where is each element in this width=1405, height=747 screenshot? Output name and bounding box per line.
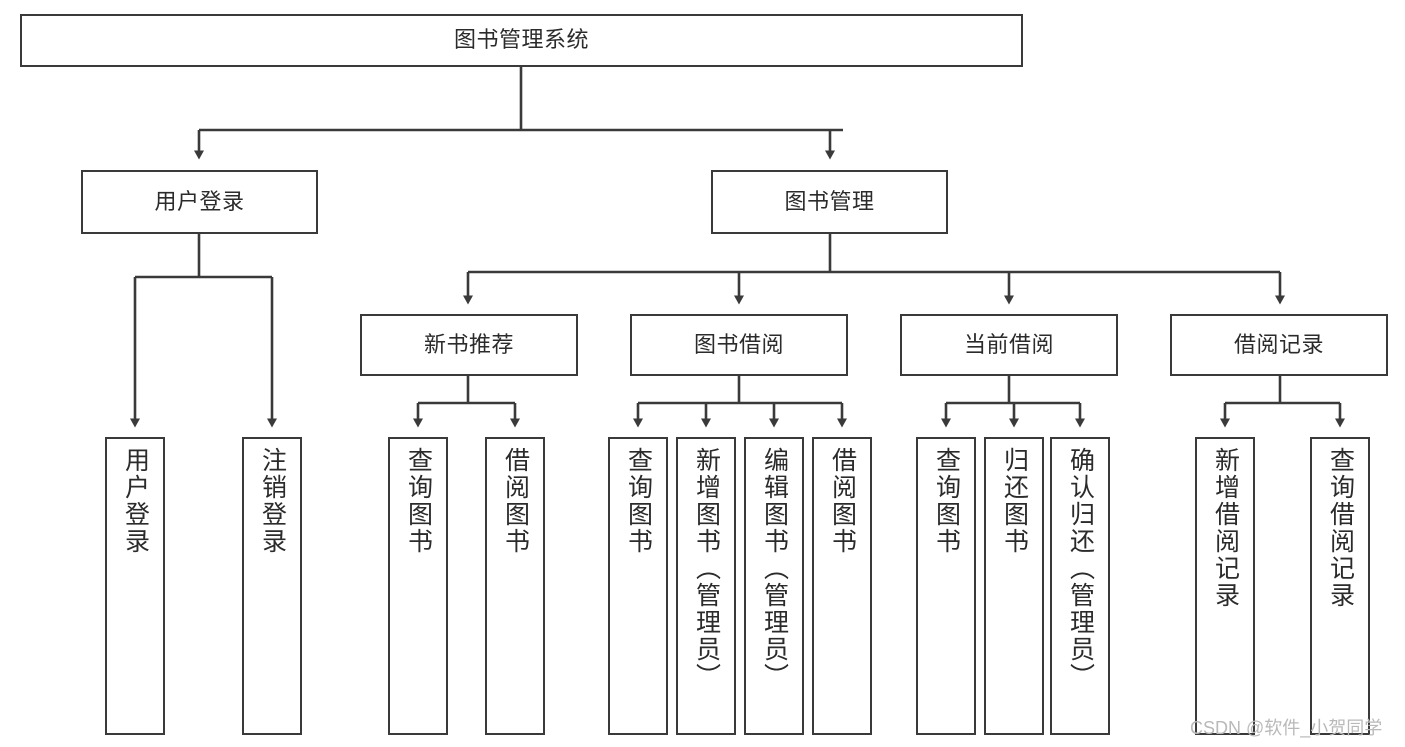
leaf-add-record[interactable]: 新增借阅记录 [1195, 437, 1255, 735]
csdn-watermark: CSDN @软件_小贺同学 [1190, 718, 1383, 738]
node-book-borrow[interactable]: 图书借阅 [630, 314, 848, 376]
node-borrow-record-label: 借阅记录 [1233, 331, 1324, 357]
leaf-query-book-1-label: 查询图书 [404, 447, 433, 555]
leaf-query-book-3-label: 查询图书 [932, 447, 961, 555]
leaf-edit-book-label: 编辑图书（管理员） [760, 447, 789, 690]
node-user-login[interactable]: 用户登录 [81, 170, 318, 234]
leaf-return-book[interactable]: 归还图书 [984, 437, 1044, 735]
leaf-borrow-book-2-label: 借阅图书 [828, 447, 857, 555]
leaf-add-book[interactable]: 新增图书（管理员） [676, 437, 736, 735]
leaf-logout-label: 注销登录 [258, 447, 287, 555]
node-user-login-label: 用户登录 [154, 188, 245, 214]
leaf-query-book-2[interactable]: 查询图书 [608, 437, 668, 735]
node-new-book-recommend-label: 新书推荐 [423, 331, 514, 357]
node-book-borrow-label: 图书借阅 [693, 331, 784, 357]
node-book-manage-label: 图书管理 [784, 188, 875, 214]
leaf-edit-book[interactable]: 编辑图书（管理员） [744, 437, 804, 735]
leaf-user-login[interactable]: 用户登录 [105, 437, 165, 735]
node-borrow-record[interactable]: 借阅记录 [1170, 314, 1388, 376]
leaf-return-book-label: 归还图书 [1000, 447, 1029, 555]
node-current-borrow-label: 当前借阅 [963, 331, 1054, 357]
leaf-query-book-2-label: 查询图书 [624, 447, 653, 555]
leaf-logout[interactable]: 注销登录 [242, 437, 302, 735]
leaf-borrow-book-1-label: 借阅图书 [501, 447, 530, 555]
node-book-manage[interactable]: 图书管理 [711, 170, 948, 234]
node-root[interactable]: 图书管理系统 [20, 14, 1023, 67]
leaf-query-book-3[interactable]: 查询图书 [916, 437, 976, 735]
leaf-add-record-label: 新增借阅记录 [1211, 447, 1240, 609]
node-new-book-recommend[interactable]: 新书推荐 [360, 314, 578, 376]
leaf-user-login-label: 用户登录 [121, 447, 150, 555]
leaf-query-record[interactable]: 查询借阅记录 [1310, 437, 1370, 735]
leaf-confirm-return-label: 确认归还（管理员） [1066, 447, 1095, 690]
leaf-confirm-return[interactable]: 确认归还（管理员） [1050, 437, 1110, 735]
node-root-label: 图书管理系统 [453, 27, 589, 53]
leaf-query-record-label: 查询借阅记录 [1326, 447, 1355, 609]
leaf-borrow-book-1[interactable]: 借阅图书 [485, 437, 545, 735]
node-current-borrow[interactable]: 当前借阅 [900, 314, 1118, 376]
leaf-borrow-book-2[interactable]: 借阅图书 [812, 437, 872, 735]
leaf-add-book-label: 新增图书（管理员） [692, 447, 721, 690]
leaf-query-book-1[interactable]: 查询图书 [388, 437, 448, 735]
